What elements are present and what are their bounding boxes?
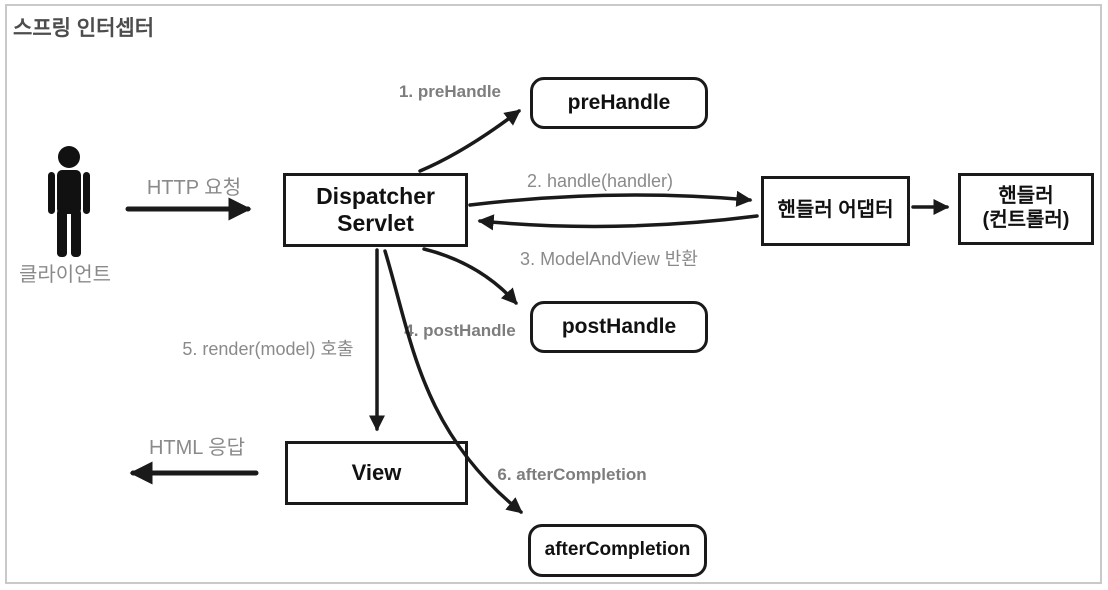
node-handler-controller: 핸들러 (컨트롤러) <box>958 173 1094 245</box>
node-dispatcher-servlet: Dispatcher Servlet <box>283 173 468 247</box>
node-prehandle: preHandle <box>530 77 708 129</box>
aftercompletion-label: afterCompletion <box>544 539 691 561</box>
handler-controller-line2: (컨트롤러) <box>982 209 1070 231</box>
label-client: 클라이언트 <box>19 264 111 286</box>
posthandle-label: postHandle <box>561 314 677 338</box>
handler-adapter-label: 핸들러 어댑터 <box>777 199 894 222</box>
client-person-icon <box>48 146 90 257</box>
label-http-request: HTTP 요청 <box>146 177 242 199</box>
arrow-step2-handle <box>468 190 753 207</box>
arrow-step3-modelandview-return <box>477 214 759 231</box>
label-step1-prehandle: 1. preHandle <box>398 82 502 101</box>
dispatcher-servlet-line2: Servlet <box>337 210 414 236</box>
label-step4-posthandle: 4. postHandle <box>404 321 516 340</box>
handler-controller-line1: 핸들러 <box>998 185 1054 208</box>
node-posthandle: postHandle <box>530 301 708 353</box>
label-step5-render: 5. render(model) 호출 <box>182 339 354 359</box>
arrow-step6-aftercompletion <box>383 249 523 514</box>
arrow-step4-posthandle <box>422 247 518 305</box>
diagram-title: 스프링 인터셉터 <box>13 17 155 40</box>
node-handler-adapter: 핸들러 어댑터 <box>761 176 910 246</box>
label-html-response: HTML 응답 <box>148 437 246 459</box>
dispatcher-servlet-line1: Dispatcher <box>316 182 435 209</box>
prehandle-label: preHandle <box>567 90 671 114</box>
label-step2-handle: 2. handle(handler) <box>526 171 674 191</box>
label-step3-modelandview: 3. ModelAndView 반환 <box>520 249 698 269</box>
node-view: View <box>285 441 468 505</box>
label-step6-aftercompletion: 6. afterCompletion <box>497 465 647 484</box>
arrow-step1-prehandle <box>418 109 521 173</box>
node-aftercompletion: afterCompletion <box>528 524 707 577</box>
view-label: View <box>351 460 402 486</box>
